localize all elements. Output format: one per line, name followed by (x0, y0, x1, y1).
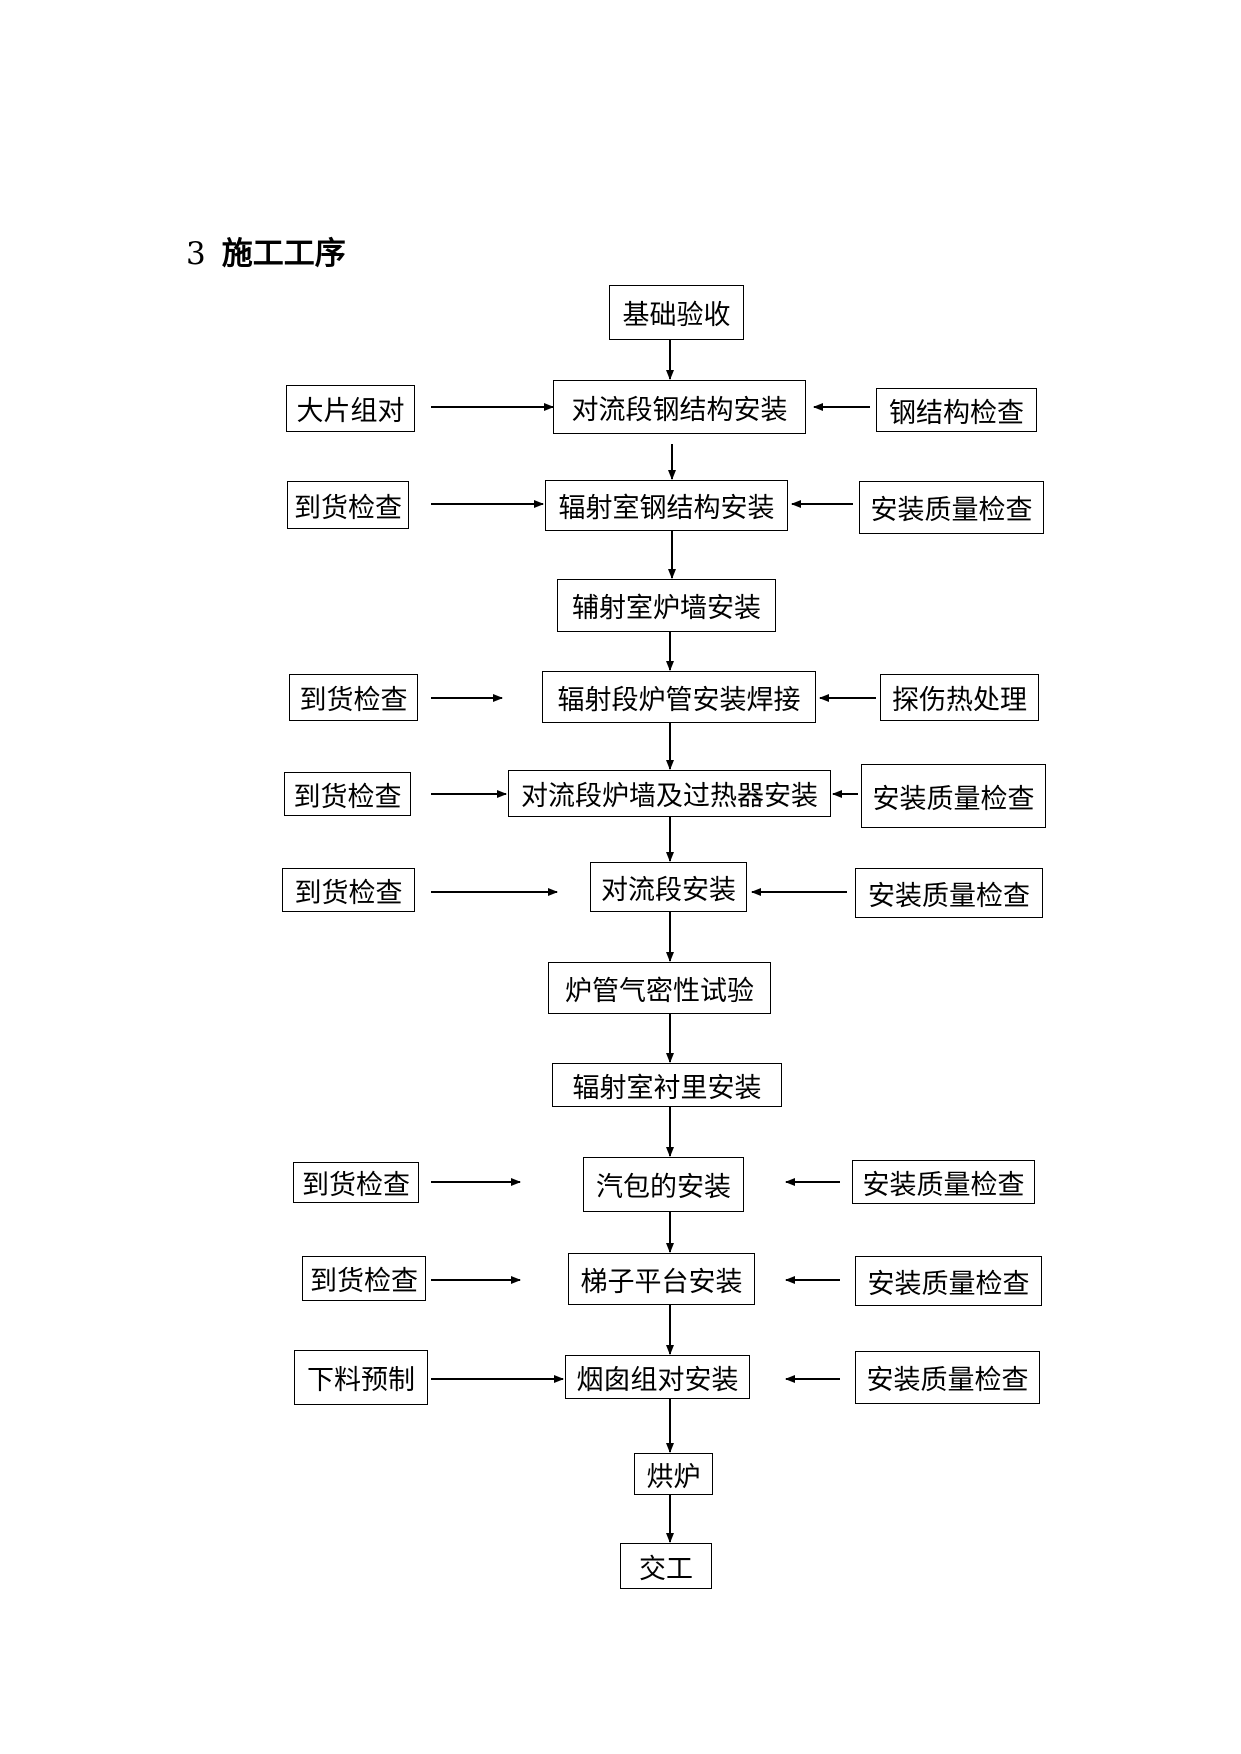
step-furnace-drying: 烘炉 (634, 1453, 713, 1495)
input-right-install-quality-check-1: 安装质量检查 (859, 481, 1044, 534)
step-radiant-wall-install: 辅射室炉墙安装 (557, 579, 776, 632)
input-right-install-quality-check-2: 安装质量检查 (861, 764, 1046, 828)
input-right-install-quality-check-3: 安装质量检查 (855, 868, 1043, 918)
section-number: 3 (186, 236, 206, 272)
step-radiant-lining-install: 辐射室衬里安装 (552, 1063, 782, 1107)
section-heading: 3 施工工序 (186, 228, 346, 273)
input-right-install-quality-check-4: 安装质量检查 (852, 1160, 1035, 1204)
input-right-install-quality-check-5: 安装质量检查 (855, 1256, 1042, 1306)
input-left-arrival-inspection-4: 到货检查 (282, 868, 415, 912)
step-foundation-acceptance: 基础验收 (609, 285, 744, 340)
step-radiant-steel-install: 辐射室钢结构安装 (545, 480, 788, 531)
step-drum-install: 汽包的安装 (583, 1157, 744, 1212)
section-title: 施工工序 (221, 236, 346, 272)
step-tube-air-tightness-test: 炉管气密性试验 (548, 962, 771, 1014)
step-convection-wall-superheater: 对流段炉墙及过热器安装 (508, 770, 831, 817)
input-right-steel-structure-check: 钢结构检查 (876, 388, 1037, 432)
input-left-arrival-inspection-5: 到货检查 (293, 1162, 419, 1203)
input-left-arrival-inspection-6: 到货检查 (302, 1256, 426, 1301)
step-convection-steel-install: 对流段钢结构安装 (553, 380, 806, 434)
input-left-large-panel-assembly: 大片组对 (286, 385, 415, 432)
input-right-install-quality-check-6: 安装质量检查 (855, 1351, 1040, 1404)
input-right-flaw-detection-heat-treat: 探伤热处理 (880, 674, 1039, 721)
input-left-arrival-inspection-3: 到货检查 (284, 772, 411, 816)
step-handover: 交工 (620, 1543, 712, 1589)
input-left-arrival-inspection-2: 到货检查 (289, 674, 418, 721)
input-left-arrival-inspection-1: 到货检查 (287, 481, 409, 529)
step-chimney-assembly: 烟囱组对安装 (565, 1355, 750, 1399)
input-left-material-prefab: 下料预制 (294, 1350, 428, 1405)
step-convection-install: 对流段安装 (590, 862, 747, 912)
step-ladder-platform-install: 梯子平台安装 (568, 1253, 755, 1305)
step-radiant-tube-weld: 辐射段炉管安装焊接 (542, 671, 816, 723)
